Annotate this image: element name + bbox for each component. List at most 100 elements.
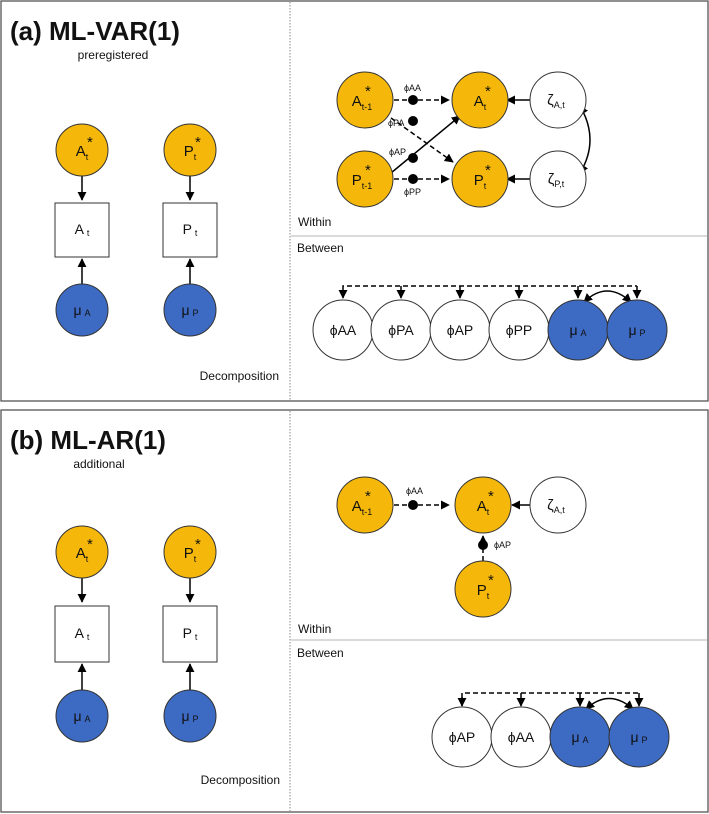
panel-b-within-label: Within [298,622,331,636]
svg-text:μP: μP [628,322,645,338]
svg-text:Pt: Pt [183,625,198,642]
node-zeta-p: ζP,t [529,150,587,208]
between-b-phi-ap: ϕAP [431,706,493,768]
panel-a-within-label: Within [298,215,331,229]
node-b-zeta-a: ζA,t [529,476,587,534]
panel-a-subtitle: preregistered [78,48,149,62]
dot-b-phi-aa [408,500,418,510]
panel-a-title: (a) ML-VAR(1) [10,16,180,46]
edge-p-lag-to-a-now [390,115,461,174]
dot-phi-pa [408,116,418,126]
node-latent-a: At * [55,123,109,177]
svg-text:μA: μA [569,322,586,338]
node-b-latent-p: Pt * [163,525,217,579]
svg-text:Pt-1: Pt-1 [352,172,373,191]
node-p-now: Pt * [451,150,509,208]
label-phi-ap: ϕAP [389,147,406,157]
node-zeta-p-circle [529,150,587,208]
panel-b-frame [0,409,709,813]
svg-text:ϕAP: ϕAP [447,322,474,338]
node-b-a-lag: At-1 * [336,476,394,534]
svg-text:*: * [485,162,491,179]
svg-text:At-1: At-1 [352,498,373,517]
panel-a-decomposition-label: Decomposition [200,369,279,383]
node-a-now-circle [451,71,509,129]
panel-b: (b) ML-AR(1) additional Decomposition Wi… [0,409,709,813]
svg-text:ζA,t: ζA,t [547,497,565,515]
svg-text:Pt: Pt [183,221,198,238]
svg-text:At: At [76,545,89,564]
panel-a-frame [0,0,709,402]
svg-text:Pt: Pt [474,172,487,191]
panel-b-between-label: Between [297,646,344,660]
svg-text:*: * [87,536,93,553]
node-mean-p-circle [163,283,217,337]
svg-text:*: * [485,83,491,100]
between-a-phi-pp: ϕPP [488,299,550,361]
dot-phi-aa [408,95,418,105]
between-b-trunk [461,692,639,706]
node-p-now-circle [451,150,509,208]
panel-b-within: ϕAA ϕAP At-1 * At * Pt * ζA,t [336,476,587,618]
svg-text:At: At [76,143,89,162]
between-a-mean-covariance [583,290,632,303]
panel-b-subtitle: additional [73,457,124,471]
svg-text:*: * [365,488,371,505]
svg-text:ϕPA: ϕPA [388,322,414,338]
node-b-latent-a: At * [55,525,109,579]
svg-text:μA: μA [73,302,90,318]
node-p-lag: Pt-1 * [336,150,394,208]
svg-text:Pt: Pt [477,582,490,601]
svg-text:ϕAA: ϕAA [508,729,535,745]
svg-text:μA: μA [571,729,588,745]
svg-text:Pt: Pt [184,143,197,162]
between-b-mean-covariance [585,697,634,710]
label-b-phi-ap: ϕAP [494,540,511,550]
svg-text:*: * [488,488,494,505]
dot-b-phi-ap [478,540,488,550]
edge-a-lag-to-p-now [390,117,454,163]
svg-text:*: * [195,536,201,553]
node-a-now: At * [451,71,509,129]
between-b-phi-aa: ϕAA [490,706,552,768]
svg-text:*: * [488,572,494,589]
dot-phi-ap [408,153,418,163]
node-a-lag: At-1 * [336,71,394,129]
node-latent-a-circle [55,123,109,177]
svg-text:*: * [365,83,371,100]
svg-text:Pt: Pt [184,545,197,564]
label-phi-pa: ϕPA [388,118,404,128]
panel-b-decomposition-label: Decomposition [201,773,280,787]
node-mean-a-circle [55,283,109,337]
label-b-phi-aa: ϕAA [406,486,423,496]
svg-text:At: At [75,221,90,238]
node-latent-p: Pt * [163,123,217,177]
between-a-phi-ap: ϕAP [429,299,491,361]
between-a-phi-pa: ϕPA [370,299,432,361]
svg-text:μA: μA [73,708,90,724]
svg-text:ϕAA: ϕAA [330,322,357,338]
svg-text:ζA,t: ζA,t [547,92,565,110]
node-latent-p-circle [163,123,217,177]
svg-text:*: * [365,162,371,179]
svg-text:μP: μP [181,708,198,724]
svg-text:*: * [87,134,93,151]
svg-text:ϕAP: ϕAP [449,729,476,745]
panel-a-within: ϕAA ϕPA ϕAP ϕPP At-1 * Pt-1 * At * Pt [336,71,591,208]
panel-b-title: (b) ML-AR(1) [10,425,166,455]
panel-a: (a) ML-VAR(1) preregistered Decompositio… [0,0,709,402]
svg-text:*: * [195,134,201,151]
